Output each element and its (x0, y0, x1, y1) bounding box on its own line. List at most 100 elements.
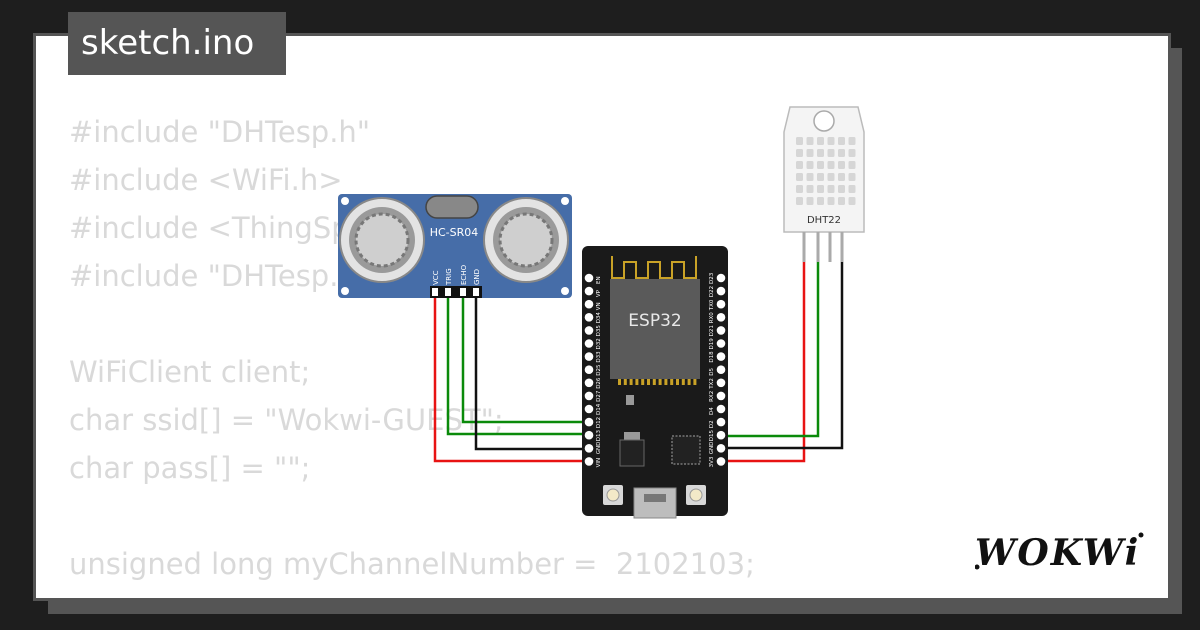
reset-button[interactable] (686, 485, 706, 505)
pin-label: TX0 (709, 299, 715, 311)
pin-header-hole[interactable] (716, 391, 726, 401)
pin-label: TX2 (709, 378, 715, 390)
pin-label-gnd: GND (473, 269, 481, 285)
pin-header-hole[interactable] (584, 365, 594, 375)
dht-grille (796, 137, 856, 205)
pin-header-hole[interactable] (716, 286, 726, 296)
pin-header-hole[interactable] (716, 273, 726, 283)
pin-label: D22 (709, 286, 715, 297)
pin-header-hole[interactable] (584, 313, 594, 322)
pin-label: D33 (596, 351, 602, 363)
pin-header-hole[interactable] (584, 391, 594, 401)
regulator-icon (619, 439, 645, 467)
pin-label: VP (596, 289, 602, 297)
pin-header-hole[interactable] (584, 378, 594, 388)
file-title: sketch.ino (68, 12, 286, 75)
wire-echo-green[interactable] (461, 298, 588, 424)
pin-header-hole[interactable] (716, 404, 726, 414)
pin-label: VIN (596, 458, 602, 468)
pin-label: D21 (709, 325, 715, 336)
dht-label: DHT22 (807, 215, 841, 226)
pin-header-hole[interactable] (584, 273, 594, 283)
wire-vcc-red[interactable] (433, 298, 588, 463)
pin-header-hole[interactable] (716, 444, 726, 453)
pin-header-hole[interactable] (584, 352, 594, 361)
pin-header-hole[interactable] (716, 378, 726, 388)
antenna-icon (611, 256, 697, 279)
pin-header-hole[interactable] (716, 365, 726, 375)
pin-label: D25 (596, 364, 602, 376)
boot-button[interactable] (603, 485, 623, 505)
crystal-icon (425, 195, 479, 219)
esp32-left-pins (584, 273, 594, 466)
wire-gnd-black[interactable] (474, 298, 588, 451)
pin-label: RX0 (709, 312, 715, 324)
pin-label: VN (596, 302, 602, 310)
pin-label: D12 (596, 417, 602, 428)
pin-label: D19 (709, 338, 715, 350)
pin-label: D32 (596, 338, 602, 349)
hc-sr04-sensor[interactable]: HC-SR04 VCC TRIG ECHO GND (338, 194, 572, 298)
wire-dht-gnd-black[interactable] (720, 262, 844, 450)
pin-header-hole[interactable] (584, 286, 594, 296)
pin-label: D14 (596, 403, 602, 415)
pin-header-hole[interactable] (716, 299, 726, 309)
esp32-board[interactable]: ESP32 ENVPVND34D35D32D33D25D26D27D14D12D… (582, 246, 728, 519)
pin-header-hole[interactable] (584, 299, 594, 309)
pin-label: GND (709, 442, 715, 455)
pin-header-hole[interactable] (584, 430, 594, 440)
wires (433, 262, 844, 463)
pin-header-hole[interactable] (716, 313, 726, 322)
code-line: const char * myWriteAPIKey = "FARHET4VBM… (69, 588, 830, 598)
led-icon (626, 395, 634, 405)
pin-label-vcc: VCC (432, 270, 440, 285)
dht22-sensor[interactable]: DHT22 (783, 106, 865, 262)
transducer-left-icon (339, 197, 425, 283)
pin-label: D5 (709, 367, 715, 375)
code-line: char ssid[] = "Wokwi-GUEST"; (69, 403, 504, 437)
pin-label: D2 (709, 420, 715, 428)
pin-label: D34 (596, 312, 602, 324)
pin-header-hole[interactable] (584, 326, 594, 335)
code-line: char pass[] = ""; (69, 451, 311, 485)
esp32-module (610, 279, 700, 379)
pin-header-hole[interactable] (716, 457, 726, 466)
wokwi-logo: WOKWi (975, 532, 1144, 574)
pin-label-trig: TRIG (445, 268, 453, 286)
wire-dht-data-green[interactable] (720, 262, 820, 438)
pin-label: D4 (709, 407, 715, 415)
esp32-label: ESP32 (628, 311, 681, 331)
pin-label: D27 (596, 390, 602, 402)
code-line: #include "DHTesp.h" (69, 115, 371, 149)
pin-label: D23 (709, 272, 715, 284)
wire-trig-green[interactable] (446, 298, 588, 436)
pin-label: GND (596, 442, 602, 455)
pin-header-hole[interactable] (584, 339, 594, 348)
transducer-right-icon (483, 197, 569, 283)
pin-label: D35 (596, 325, 602, 337)
mount-hole-icon (813, 110, 835, 132)
pin-header-hole[interactable] (584, 404, 594, 414)
sensor-header (430, 286, 482, 298)
pin-header-hole[interactable] (584, 444, 594, 453)
pin-label: D26 (596, 377, 602, 389)
pin-header-hole[interactable] (584, 457, 594, 466)
usb-port-icon (633, 487, 677, 519)
pin-header-hole[interactable] (716, 417, 726, 427)
wire-dht-vcc-red[interactable] (720, 262, 806, 463)
pin-header-hole[interactable] (584, 417, 594, 427)
pin-label: 3V3 (709, 456, 715, 467)
code-line: WiFiClient client; (69, 355, 311, 389)
pin-label: D18 (709, 351, 715, 363)
pin-label: D15 (709, 429, 715, 441)
pin-header-hole[interactable] (716, 326, 726, 335)
pin-header-hole[interactable] (716, 430, 726, 440)
pin-header-hole[interactable] (716, 352, 726, 361)
pin-label-echo: ECHO (460, 264, 468, 285)
esp32-right-pins (716, 273, 726, 466)
sensor-label: HC-SR04 (430, 226, 479, 239)
pin-header-hole[interactable] (716, 339, 726, 348)
pin-label: D13 (596, 429, 602, 441)
logo-text: WOKWi (975, 532, 1140, 574)
